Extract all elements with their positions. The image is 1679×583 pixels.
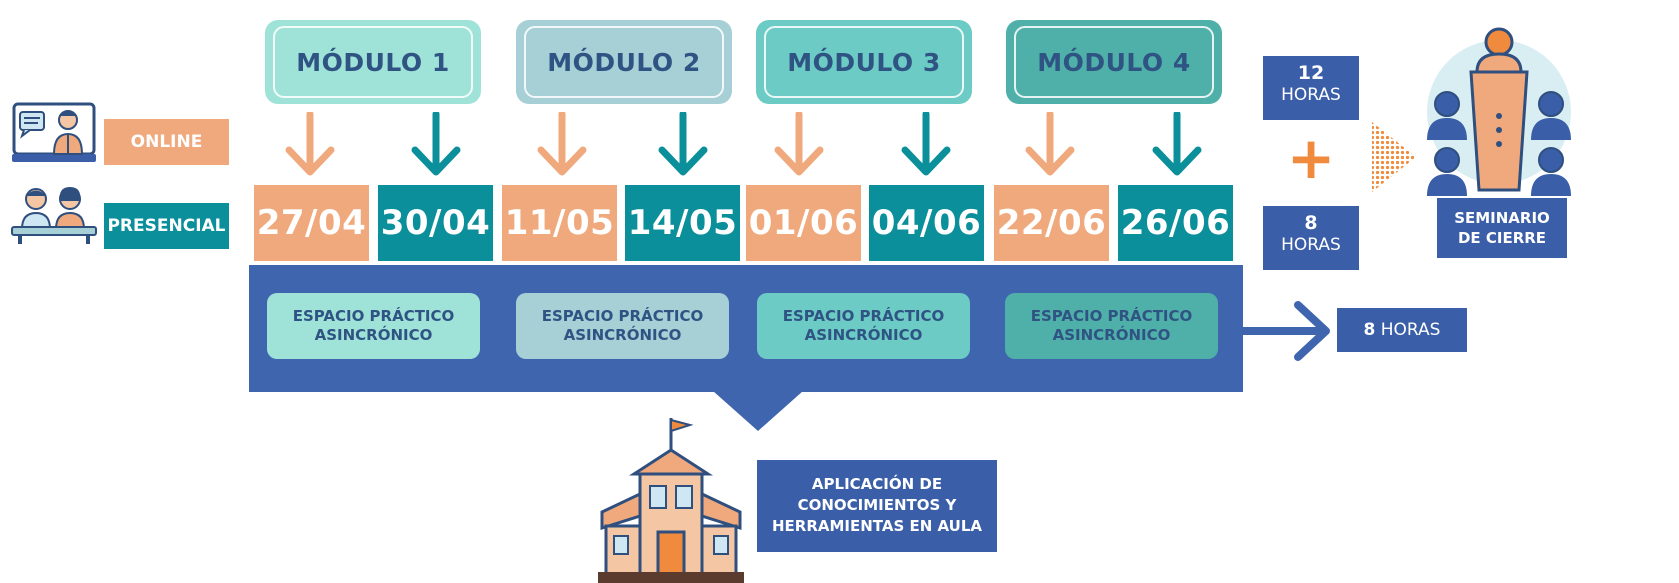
date-online-module-2: 11/05 (502, 185, 617, 261)
date-online-module-4: 22/06 (994, 185, 1109, 261)
seminar-line-2: DE CIERRE (1457, 229, 1547, 247)
hours-bottom-box: 8 HORAS (1263, 206, 1359, 270)
online-label-text: ONLINE (130, 132, 203, 152)
practice-space-2-line2: ASINCRÓNICO (563, 326, 682, 344)
practice-space-2-line1: ESPACIO PRÁCTICO (541, 307, 704, 325)
down-arrow-icon (1152, 112, 1202, 176)
application-line-1: APLICACIÓN DE (811, 475, 943, 493)
plus-sign: + (1286, 124, 1336, 192)
practice-space-4-line1: ESPACIO PRÁCTICO (1030, 307, 1193, 325)
down-arrow-icon (901, 112, 951, 176)
online-label: ONLINE (104, 119, 229, 165)
practice-space-3-line2: ASINCRÓNICO (804, 326, 923, 344)
practice-hours-box: 8 HORAS (1337, 308, 1467, 352)
module-1-box: MÓDULO 1 (265, 20, 481, 104)
practice-hours-number: 8 (1363, 320, 1376, 340)
right-arrow-icon (1240, 301, 1330, 361)
application-box: APLICACIÓN DE CONOCIMIENTOS Y HERRAMIENT… (757, 460, 997, 552)
practice-space-4: ESPACIO PRÁCTICO ASINCRÓNICO (1005, 293, 1218, 359)
date-presencial-module-3: 04/06 (869, 185, 984, 261)
down-arrow-icon (658, 112, 708, 176)
practice-space-4-line2: ASINCRÓNICO (1052, 326, 1171, 344)
date-presencial-module-2: 14/05 (625, 185, 740, 261)
down-arrow-icon (285, 112, 335, 176)
seminar-line-1: SEMINARIO (1454, 209, 1550, 227)
down-arrow-icon (1025, 112, 1075, 176)
practice-space-3: ESPACIO PRÁCTICO ASINCRÓNICO (757, 293, 970, 359)
practice-space-1-line1: ESPACIO PRÁCTICO (292, 307, 455, 325)
down-arrow-icon (411, 112, 461, 176)
practice-space-3-line1: ESPACIO PRÁCTICO (782, 307, 945, 325)
classroom-students-icon (11, 187, 97, 244)
date-presencial-module-1: 30/04 (378, 185, 493, 261)
module-3-box: MÓDULO 3 (756, 20, 972, 104)
seminar-icon (1427, 27, 1571, 196)
module-3-label: MÓDULO 3 (787, 47, 941, 77)
hours-bottom-unit: HORAS (1281, 235, 1341, 255)
module-2-label: MÓDULO 2 (547, 47, 701, 77)
date-online-module-1: 27/04 (254, 185, 369, 261)
online-teacher-icon (12, 102, 96, 162)
panel-pointer (713, 391, 803, 431)
module-4-box: MÓDULO 4 (1006, 20, 1222, 104)
date-presencial-module-4: 26/06 (1118, 185, 1233, 261)
hours-top-box: 12 HORAS (1263, 56, 1359, 120)
hours-bottom-number: 8 (1304, 212, 1318, 234)
module-4-label: MÓDULO 4 (1037, 47, 1191, 77)
practice-hours-unit: HORAS (1380, 320, 1441, 340)
application-line-2: CONOCIMIENTOS Y (797, 496, 957, 514)
presencial-label: PRESENCIAL (104, 203, 229, 249)
chevron-arrow-icon (1372, 122, 1416, 192)
seminar-label-box: SEMINARIO DE CIERRE (1437, 198, 1567, 258)
date-online-module-3: 01/06 (746, 185, 861, 261)
hours-top-unit: HORAS (1281, 85, 1341, 105)
hours-top-number: 12 (1297, 62, 1325, 84)
down-arrow-icon (774, 112, 824, 176)
practice-space-2: ESPACIO PRÁCTICO ASINCRÓNICO (516, 293, 729, 359)
presencial-label-text: PRESENCIAL (107, 216, 226, 236)
practice-space-1: ESPACIO PRÁCTICO ASINCRÓNICO (267, 293, 480, 359)
practice-space-1-line2: ASINCRÓNICO (314, 326, 433, 344)
down-arrow-icon (537, 112, 587, 176)
application-line-3: HERRAMIENTAS EN AULA (771, 517, 983, 535)
school-building-icon (598, 418, 744, 583)
module-2-box: MÓDULO 2 (516, 20, 732, 104)
module-1-label: MÓDULO 1 (296, 47, 450, 77)
